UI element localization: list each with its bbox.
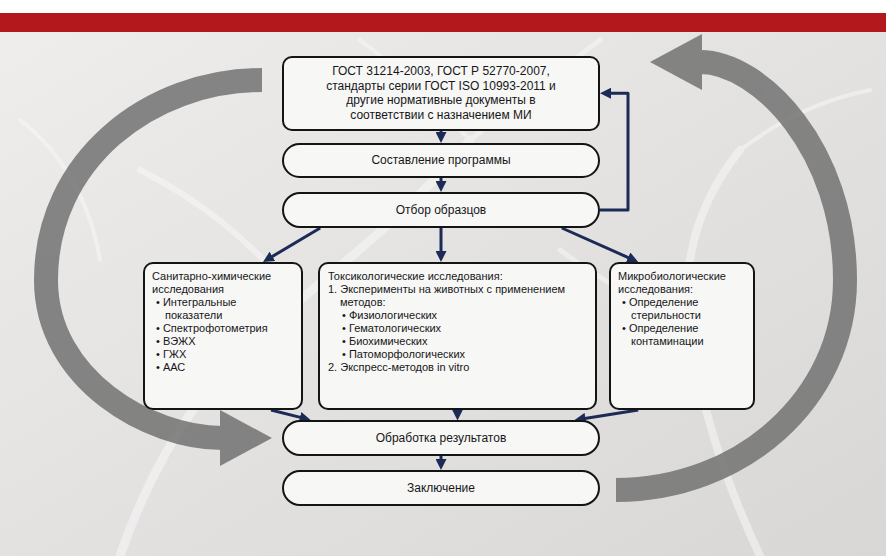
research-box: Санитарно-химические исследования• Интег… [143, 262, 303, 410]
box-text: Заключение [296, 481, 586, 496]
flow-arrow [440, 228, 443, 257]
panel-ground [0, 32, 886, 556]
list-item: • Физиологических [328, 309, 587, 322]
list-item: • Определение стерильности [618, 296, 746, 322]
box-text: Обработка результатов [296, 431, 586, 446]
flow-arrow [440, 178, 443, 187]
box-text: Токсикологические исследования: [328, 270, 587, 283]
list-item: • Биохимических [328, 335, 587, 348]
cycle-arrowhead-left [220, 410, 272, 466]
list-item: • ВЭЖХ [152, 335, 294, 348]
list-item: • ААС [152, 361, 294, 374]
header-strip [0, 0, 886, 13]
standards-box: ГОСТ 31214-2003, ГОСТ Р 52770-2007, стан… [282, 56, 600, 131]
process-box: Отбор образцов [282, 192, 600, 228]
flow-arrow [580, 410, 638, 419]
flow-arrow [440, 131, 443, 138]
flow-arrow [271, 410, 305, 419]
tree-branches [20, 40, 870, 556]
list-item: • ГЖХ [152, 348, 294, 361]
cycle-arrows [46, 34, 845, 490]
list-item: • Гематологических [328, 322, 587, 335]
red-band [0, 13, 886, 32]
list-item: • Спектрофотометрия [152, 322, 294, 335]
cycle-arrowhead-right [650, 34, 702, 90]
list-item: • Интегральные показатели [152, 296, 294, 322]
list-item: 1. Эксперименты на животных с применение… [328, 283, 587, 309]
research-box: Микробиологические исследования:• Опреде… [609, 262, 755, 410]
flow-arrow [268, 228, 320, 259]
box-text: Санитарно-химические исследования [152, 270, 294, 296]
flow-arrow [456, 410, 459, 415]
box-text: Отбор образцов [296, 203, 586, 218]
box-text: Микробиологические исследования: [618, 270, 746, 296]
box-text: ГОСТ 31214-2003, ГОСТ Р 52770-2007, стан… [312, 64, 570, 123]
list-item: 2. Экспресс-методов in vitro [328, 361, 587, 374]
research-box: Токсикологические исследования:1. Экспер… [318, 262, 597, 410]
flow-arrow [440, 456, 443, 465]
process-box: Составление программы [282, 143, 600, 178]
flow-arrow [600, 93, 628, 210]
box-text: Составление программы [296, 153, 586, 168]
process-box: Обработка результатов [282, 420, 600, 456]
list-item: • Патоморфологических [328, 348, 587, 361]
flow-arrow [562, 228, 633, 260]
list-item: • Определение контаминации [618, 322, 746, 348]
process-box: Заключение [282, 470, 600, 506]
